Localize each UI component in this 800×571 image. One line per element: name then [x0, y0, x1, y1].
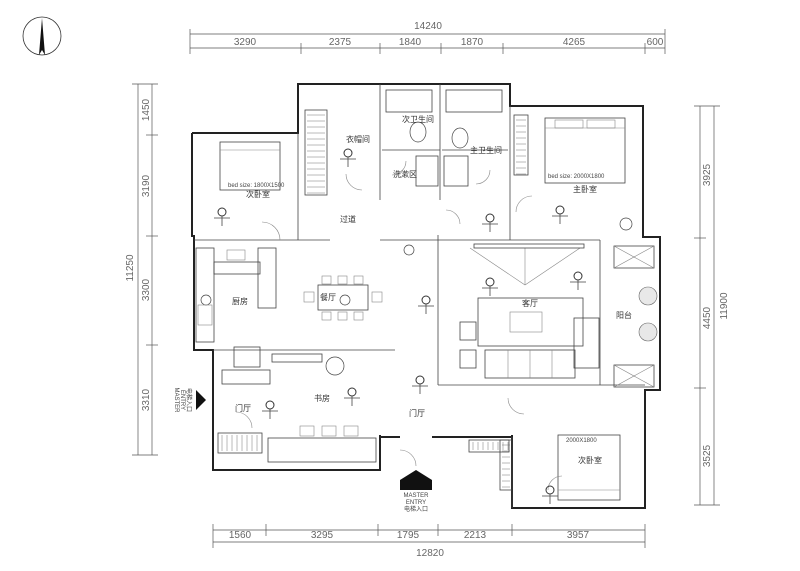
master-entry-line1: MASTER	[403, 493, 429, 499]
right-dimension-chain: 3925 4450 3525 11900	[694, 105, 730, 506]
top-total-dim: 14240	[414, 21, 442, 32]
bottom-dimension-chain: 1560 3295 1795 2213 3957 12820	[212, 524, 646, 559]
bathroom-fixtures	[385, 89, 503, 187]
right-dim-2: 4450	[702, 306, 713, 329]
room-label-dining: 餐厅	[320, 293, 336, 302]
wardrobe-cabinets	[217, 109, 529, 491]
room-labels: 衣帽间 次卫生间 主卫生间 主卧室 次卧室 洗漱区 过道 厨房 餐厅 客厅 阳台…	[232, 114, 632, 465]
bottom-dim-4: 2213	[464, 530, 487, 541]
study-desk	[267, 425, 377, 463]
left-entry-caption: 电梯入口	[185, 388, 193, 412]
room-label-balcony: 阳台	[616, 310, 632, 320]
interior-walls	[194, 84, 645, 508]
bottom-dim-5: 3957	[567, 530, 590, 541]
room-label-second-bedroom-bottom: 次卧室	[578, 455, 602, 465]
bottom-dim-2: 3295	[311, 530, 334, 541]
dining-table	[303, 275, 383, 321]
bed-master: bed size: 2000X1800	[544, 117, 626, 184]
right-total-dim: 11900	[719, 292, 730, 320]
top-dimension-chain: 14240 3290 2375 1840 1870 4265 600	[189, 21, 666, 54]
master-entry-marker: MASTER ENTRY 电梯入口	[400, 470, 432, 513]
room-label-corridor: 过道	[340, 214, 356, 224]
room-label-master-bedroom: 主卧室	[573, 184, 597, 194]
left-dim-1: 1450	[141, 98, 152, 121]
master-entry-line2: ENTRY	[406, 500, 426, 506]
room-label-second-bath: 次卫生间	[402, 114, 434, 124]
left-entry-line2: ENTRY	[179, 390, 185, 410]
room-label-second-bedroom-top: 次卧室	[246, 189, 270, 199]
door-swings	[235, 160, 563, 491]
north-arrow-icon	[22, 16, 62, 56]
master-entry-caption: 电梯入口	[404, 505, 428, 513]
left-entry-line1: MASTER	[173, 387, 179, 413]
bed-bottom: 2000X1800	[557, 434, 621, 501]
bottom-dim-1: 1560	[229, 530, 252, 541]
right-dim-1: 3925	[702, 163, 713, 186]
room-label-foyer-left: 门厅	[235, 403, 251, 413]
left-dim-3: 3300	[141, 278, 152, 301]
bed-size-label-bottom: 2000X1800	[566, 438, 597, 444]
top-dim-2: 2375	[329, 37, 352, 48]
room-label-living: 客厅	[522, 298, 538, 308]
top-dim-3: 1840	[399, 37, 422, 48]
person-figures	[214, 148, 586, 504]
room-label-master-bath: 主卫生间	[470, 145, 502, 155]
bed-top-left: bed size: 1800X1500	[219, 141, 285, 191]
balcony-fixtures	[613, 245, 658, 388]
left-dim-2: 3190	[141, 174, 152, 197]
left-dim-4: 3310	[141, 388, 152, 411]
left-entry-marker: MASTER ENTRY 电梯入口	[173, 387, 206, 413]
left-total-dim: 11250	[125, 254, 136, 282]
room-label-foyer-center: 门厅	[409, 408, 425, 418]
cabinet-hatching	[221, 114, 526, 488]
entry-shelves	[221, 346, 345, 385]
plant-icons	[339, 217, 633, 306]
bottom-total-dim: 12820	[416, 548, 444, 559]
top-dim-4: 1870	[461, 37, 484, 48]
exterior-walls	[191, 83, 661, 509]
room-label-kitchen: 厨房	[232, 296, 248, 306]
top-dim-1: 3290	[234, 37, 257, 48]
bed-size-label-top-left: bed size: 1800X1500	[228, 183, 285, 189]
top-dim-6: 600	[647, 37, 664, 48]
top-dim-5: 4265	[563, 37, 586, 48]
bottom-dim-3: 1795	[397, 530, 420, 541]
room-label-wash-area: 洗漱区	[393, 169, 417, 179]
room-label-wardrobe: 衣帽间	[346, 134, 370, 144]
right-dim-3: 3525	[702, 444, 713, 467]
kitchen-counter	[197, 249, 246, 326]
room-label-study: 书房	[314, 393, 330, 403]
bed-size-label-master: bed size: 2000X1800	[548, 174, 605, 180]
living-room-sofa-set	[459, 243, 600, 379]
left-dimension-chain: 1450 3190 3300 3310 11250	[125, 83, 158, 456]
